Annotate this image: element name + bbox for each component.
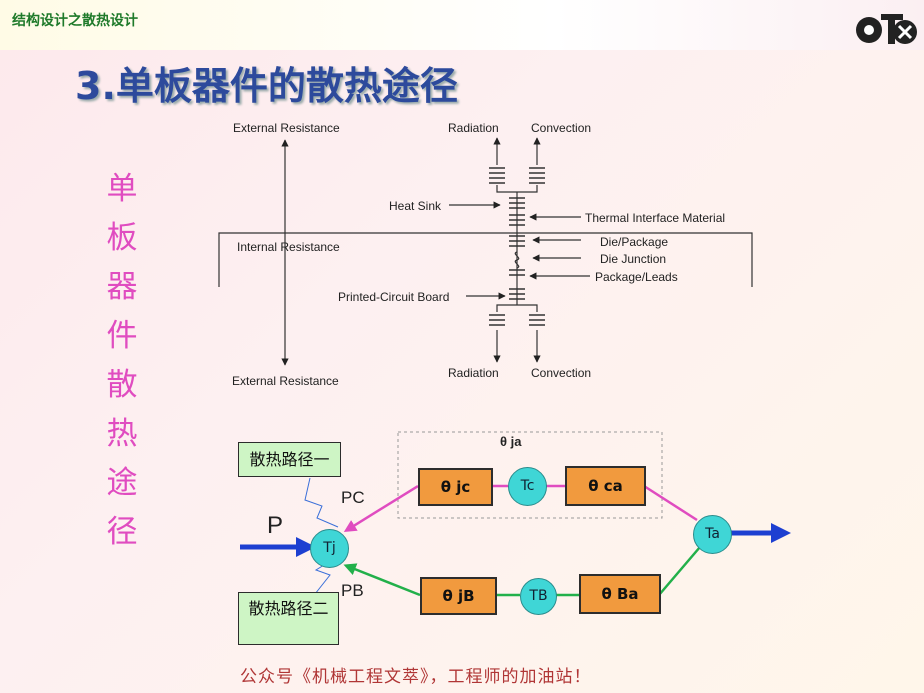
theta-ja-label: θ ja xyxy=(500,434,522,449)
vertical-char: 散 xyxy=(106,367,138,403)
ta-node: Ta xyxy=(693,515,732,554)
header-title: 结构设计之散热设计 xyxy=(12,13,138,29)
thermal-resistance-diagram xyxy=(218,137,753,366)
heat-sink-label: Heat Sink xyxy=(389,199,442,213)
path-one-note: 散热路径一 xyxy=(238,442,341,477)
vertical-char: 单 xyxy=(106,171,138,207)
vertical-char: 器 xyxy=(106,269,138,305)
vertical-char: 板 xyxy=(106,220,138,256)
vertical-char: 径 xyxy=(106,514,138,550)
radiation-bottom-label: Radiation xyxy=(448,366,499,380)
external-resistance-top-label: External Resistance xyxy=(233,121,340,135)
convection-bottom-label: Convection xyxy=(531,366,592,380)
die-junction-label: Die Junction xyxy=(600,252,667,266)
die-package-label: Die/Package xyxy=(600,235,669,249)
tc-node: Tc xyxy=(508,467,547,506)
power-p-label: P xyxy=(267,512,284,539)
external-resistance-bottom-label: External Resistance xyxy=(232,374,339,388)
logo xyxy=(856,14,917,44)
theta-jc-box: θ jc xyxy=(418,468,493,506)
package-leads-label: Package/Leads xyxy=(595,270,678,284)
tim-label: Thermal Interface Material xyxy=(585,211,726,225)
power-pb-label: PB xyxy=(341,581,364,600)
theta-ca-box: θ ca xyxy=(565,466,646,506)
thermal-network-diagram xyxy=(240,431,791,597)
header-bar xyxy=(0,0,924,50)
vertical-char: 件 xyxy=(106,318,138,354)
pcb-label: Printed-Circuit Board xyxy=(338,290,450,304)
vertical-char: 热 xyxy=(106,416,138,452)
slide-title: 3.单板器件的散热途径 xyxy=(75,64,458,108)
power-pc-label: PC xyxy=(341,488,365,507)
tb-node: TB xyxy=(520,578,557,615)
radiation-top-label: Radiation xyxy=(448,121,499,135)
internal-resistance-label: Internal Resistance xyxy=(237,240,340,254)
convection-top-label: Convection xyxy=(531,121,592,135)
theta-jb-box: θ jB xyxy=(420,577,497,615)
path-two-note: 散热路径二 xyxy=(238,592,339,645)
vertical-caption: 单 板 器 件 散 热 途 径 xyxy=(105,165,139,557)
vertical-char: 途 xyxy=(106,465,138,501)
tj-node: Tj xyxy=(310,529,349,568)
footer-text: 公众号《机械工程文萃》，工程师的加油站！ xyxy=(240,667,592,687)
theta-ba-box: θ Ba xyxy=(579,574,661,614)
